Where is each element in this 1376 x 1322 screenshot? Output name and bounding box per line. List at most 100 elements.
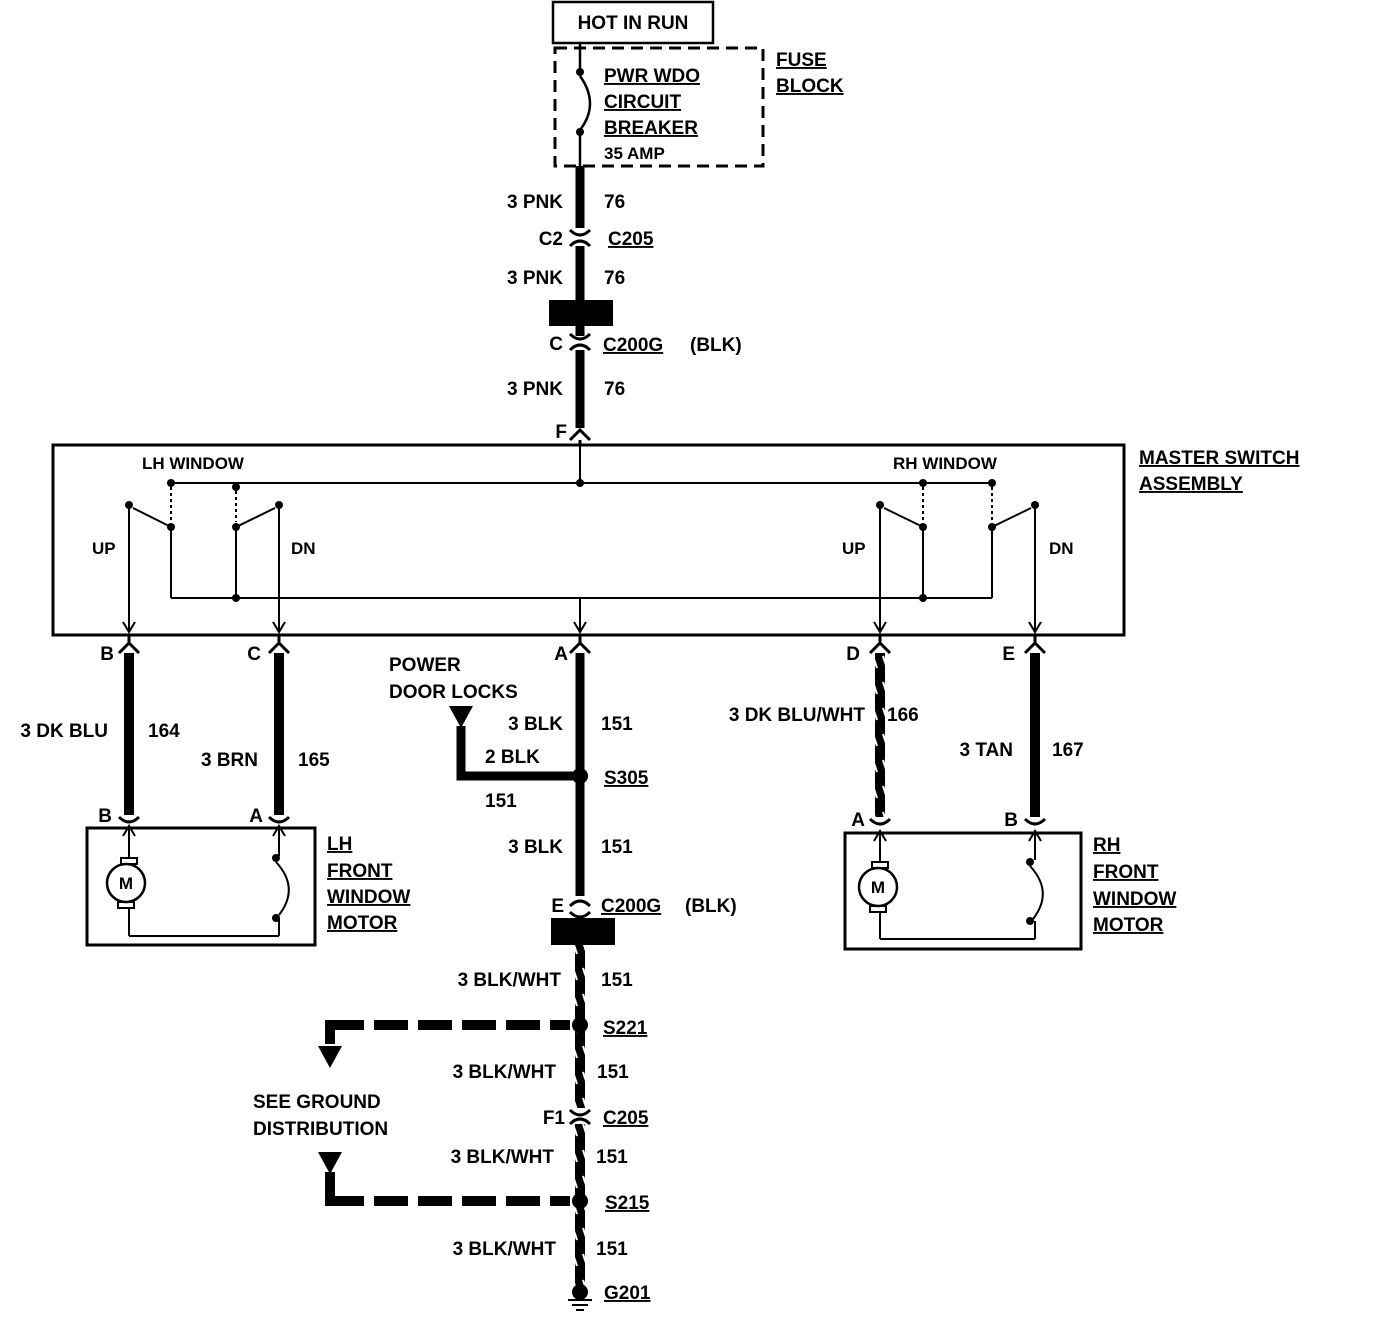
pin-f: F (555, 422, 567, 443)
lh-up-label: UP (92, 539, 116, 558)
ground-g201-icon (568, 1284, 592, 1311)
wire-label-3pnk-2: 3 PNK (507, 268, 563, 289)
lh-motor-breaker-icon (275, 861, 290, 916)
circuit-151-4: 151 (597, 1062, 629, 1083)
connector-c200g-label-2: C200G (601, 896, 661, 917)
connector-c205-top-icon (568, 228, 592, 237)
rh-window-label: RH WINDOW (893, 454, 998, 473)
pin-a-rh-motor: A (851, 810, 865, 831)
master-switch-title2: ASSEMBLY (1139, 474, 1243, 495)
rh-up-switch-icon (873, 479, 927, 634)
wire-label-3pnk-3: 3 PNK (507, 379, 563, 400)
pin-b-rh-motor: B (1004, 810, 1018, 831)
circuit-167: 167 (1052, 740, 1084, 761)
circuit-164: 164 (148, 721, 180, 742)
fuse-block-label2: BLOCK (776, 76, 844, 97)
rh-motor-label4: MOTOR (1093, 915, 1164, 936)
pin-a-master: A (554, 644, 568, 665)
see-ground-label1: SEE GROUND (253, 1092, 381, 1113)
lh-motor-label3: WINDOW (327, 887, 410, 908)
pin-c: C (549, 334, 563, 355)
pin-a-lh-motor: A (249, 806, 263, 827)
lh-motor-label1: LH (327, 834, 352, 855)
wire-label-3dkblu: 3 DK BLU (20, 721, 108, 742)
pin-b-lh-motor: B (98, 806, 112, 827)
wire-label-2blk: 2 BLK (485, 747, 540, 768)
pin-d-master: D (846, 644, 860, 665)
wire-label-3blk-1: 3 BLK (508, 714, 563, 735)
connector-c205-label: C205 (608, 229, 654, 250)
ground-dist-arrow-icon-2 (318, 1152, 342, 1174)
pin-f1: F1 (543, 1108, 566, 1129)
hot-in-run-box: HOT IN RUN (551, 0, 715, 45)
hot-in-run-label: HOT IN RUN (578, 13, 689, 34)
lh-motor-label4: MOTOR (327, 913, 398, 934)
power-door-locks-label2: DOOR LOCKS (389, 682, 518, 703)
pin-e-master: E (1002, 644, 1015, 665)
wire-label-3blkwht-4: 3 BLK/WHT (453, 1239, 557, 1260)
ground-g201-label: G201 (604, 1283, 651, 1304)
power-door-locks-arrow-icon (449, 706, 473, 728)
feed-wire: 3 PNK 76 C2 C205 3 PNK 76 C C200G (BLK) … (507, 166, 742, 446)
ground-path: POWER DOOR LOCKS 3 BLK 151 2 BLK 151 S30… (253, 635, 737, 1311)
lh-up-switch-icon (122, 479, 175, 634)
wire-label-3tan: 3 TAN (960, 740, 1013, 761)
connector-c200g-lower (551, 918, 615, 945)
lh-window-label: LH WINDOW (142, 454, 245, 473)
lh-front-window-motor: M LH FRONT WINDOW MOTOR (85, 824, 410, 947)
rh-motor-breaker-icon (1029, 865, 1044, 920)
lh-dn-switch-icon (232, 483, 286, 634)
circuit-166: 166 (887, 705, 919, 726)
splice-s221-icon (572, 1017, 588, 1033)
circuit-76-3: 76 (604, 379, 625, 400)
connector-blk-label-2: (BLK) (685, 896, 737, 917)
lh-motor-m: M (119, 874, 133, 893)
fuse-block-label1: FUSE (776, 50, 827, 71)
rh-motor-label1: RH (1093, 835, 1120, 856)
connector-c200g-label-1: C200G (603, 335, 663, 356)
circuit-151-5: 151 (596, 1147, 628, 1168)
wire-label-3brn: 3 BRN (201, 750, 258, 771)
wire-label-3pnk-1: 3 PNK (507, 192, 563, 213)
circuit-151-2: 151 (601, 837, 633, 858)
splice-s215-label: S215 (605, 1193, 650, 1214)
fuse-line4: 35 AMP (604, 144, 665, 163)
rh-motor-m: M (871, 878, 885, 897)
see-ground-label2: DISTRIBUTION (253, 1119, 388, 1140)
fuse-block: PWR WDO CIRCUIT BREAKER 35 AMP FUSE BLOC… (553, 43, 844, 168)
power-door-locks-label1: POWER (389, 655, 461, 676)
fuse-line3: BREAKER (604, 118, 698, 139)
rh-front-window-motor: M RH FRONT WINDOW MOTOR (843, 829, 1176, 951)
lh-dn-label: DN (291, 539, 316, 558)
pin-c2: C2 (539, 229, 563, 250)
wire-dkblu-wht-striped (875, 653, 885, 817)
pin-c-master: C (247, 644, 261, 665)
fuse-line1: PWR WDO (604, 66, 700, 87)
splice-s305-label: S305 (604, 768, 649, 789)
wire-label-3dkblu-wht: 3 DK BLU/WHT (729, 705, 866, 726)
rh-motor-label3: WINDOW (1093, 889, 1176, 910)
lh-motor-label2: FRONT (327, 861, 393, 882)
circuit-151-1: 151 (601, 714, 633, 735)
circuit-151-6: 151 (596, 1239, 628, 1260)
fuse-line2: CIRCUIT (604, 92, 681, 113)
connector-c205-label-2: C205 (603, 1108, 649, 1129)
splice-s221-label: S221 (603, 1018, 648, 1039)
wire-label-3blkwht-2: 3 BLK/WHT (453, 1062, 557, 1083)
pin-b-master: B (100, 644, 114, 665)
wire-label-3blkwht-1: 3 BLK/WHT (458, 970, 562, 991)
pin-e-ground: E (551, 896, 564, 917)
rh-up-label: UP (842, 539, 866, 558)
rh-dn-label: DN (1049, 539, 1074, 558)
master-switch-title1: MASTER SWITCH (1139, 448, 1299, 469)
rh-motor-wires: 3 DK BLU/WHT 166 3 TAN 167 A B (729, 635, 1084, 831)
splice-s215-icon (572, 1193, 588, 1209)
circuit-151-3: 151 (601, 970, 633, 991)
rh-dn-switch-icon (988, 479, 1042, 634)
connector-c200g-upper (549, 300, 613, 326)
wire-label-3blkwht-3: 3 BLK/WHT (451, 1147, 555, 1168)
ground-dist-arrow-icon-1 (318, 1046, 342, 1068)
rh-motor-label2: FRONT (1093, 862, 1159, 883)
connector-blk-label-1: (BLK) (690, 335, 742, 356)
